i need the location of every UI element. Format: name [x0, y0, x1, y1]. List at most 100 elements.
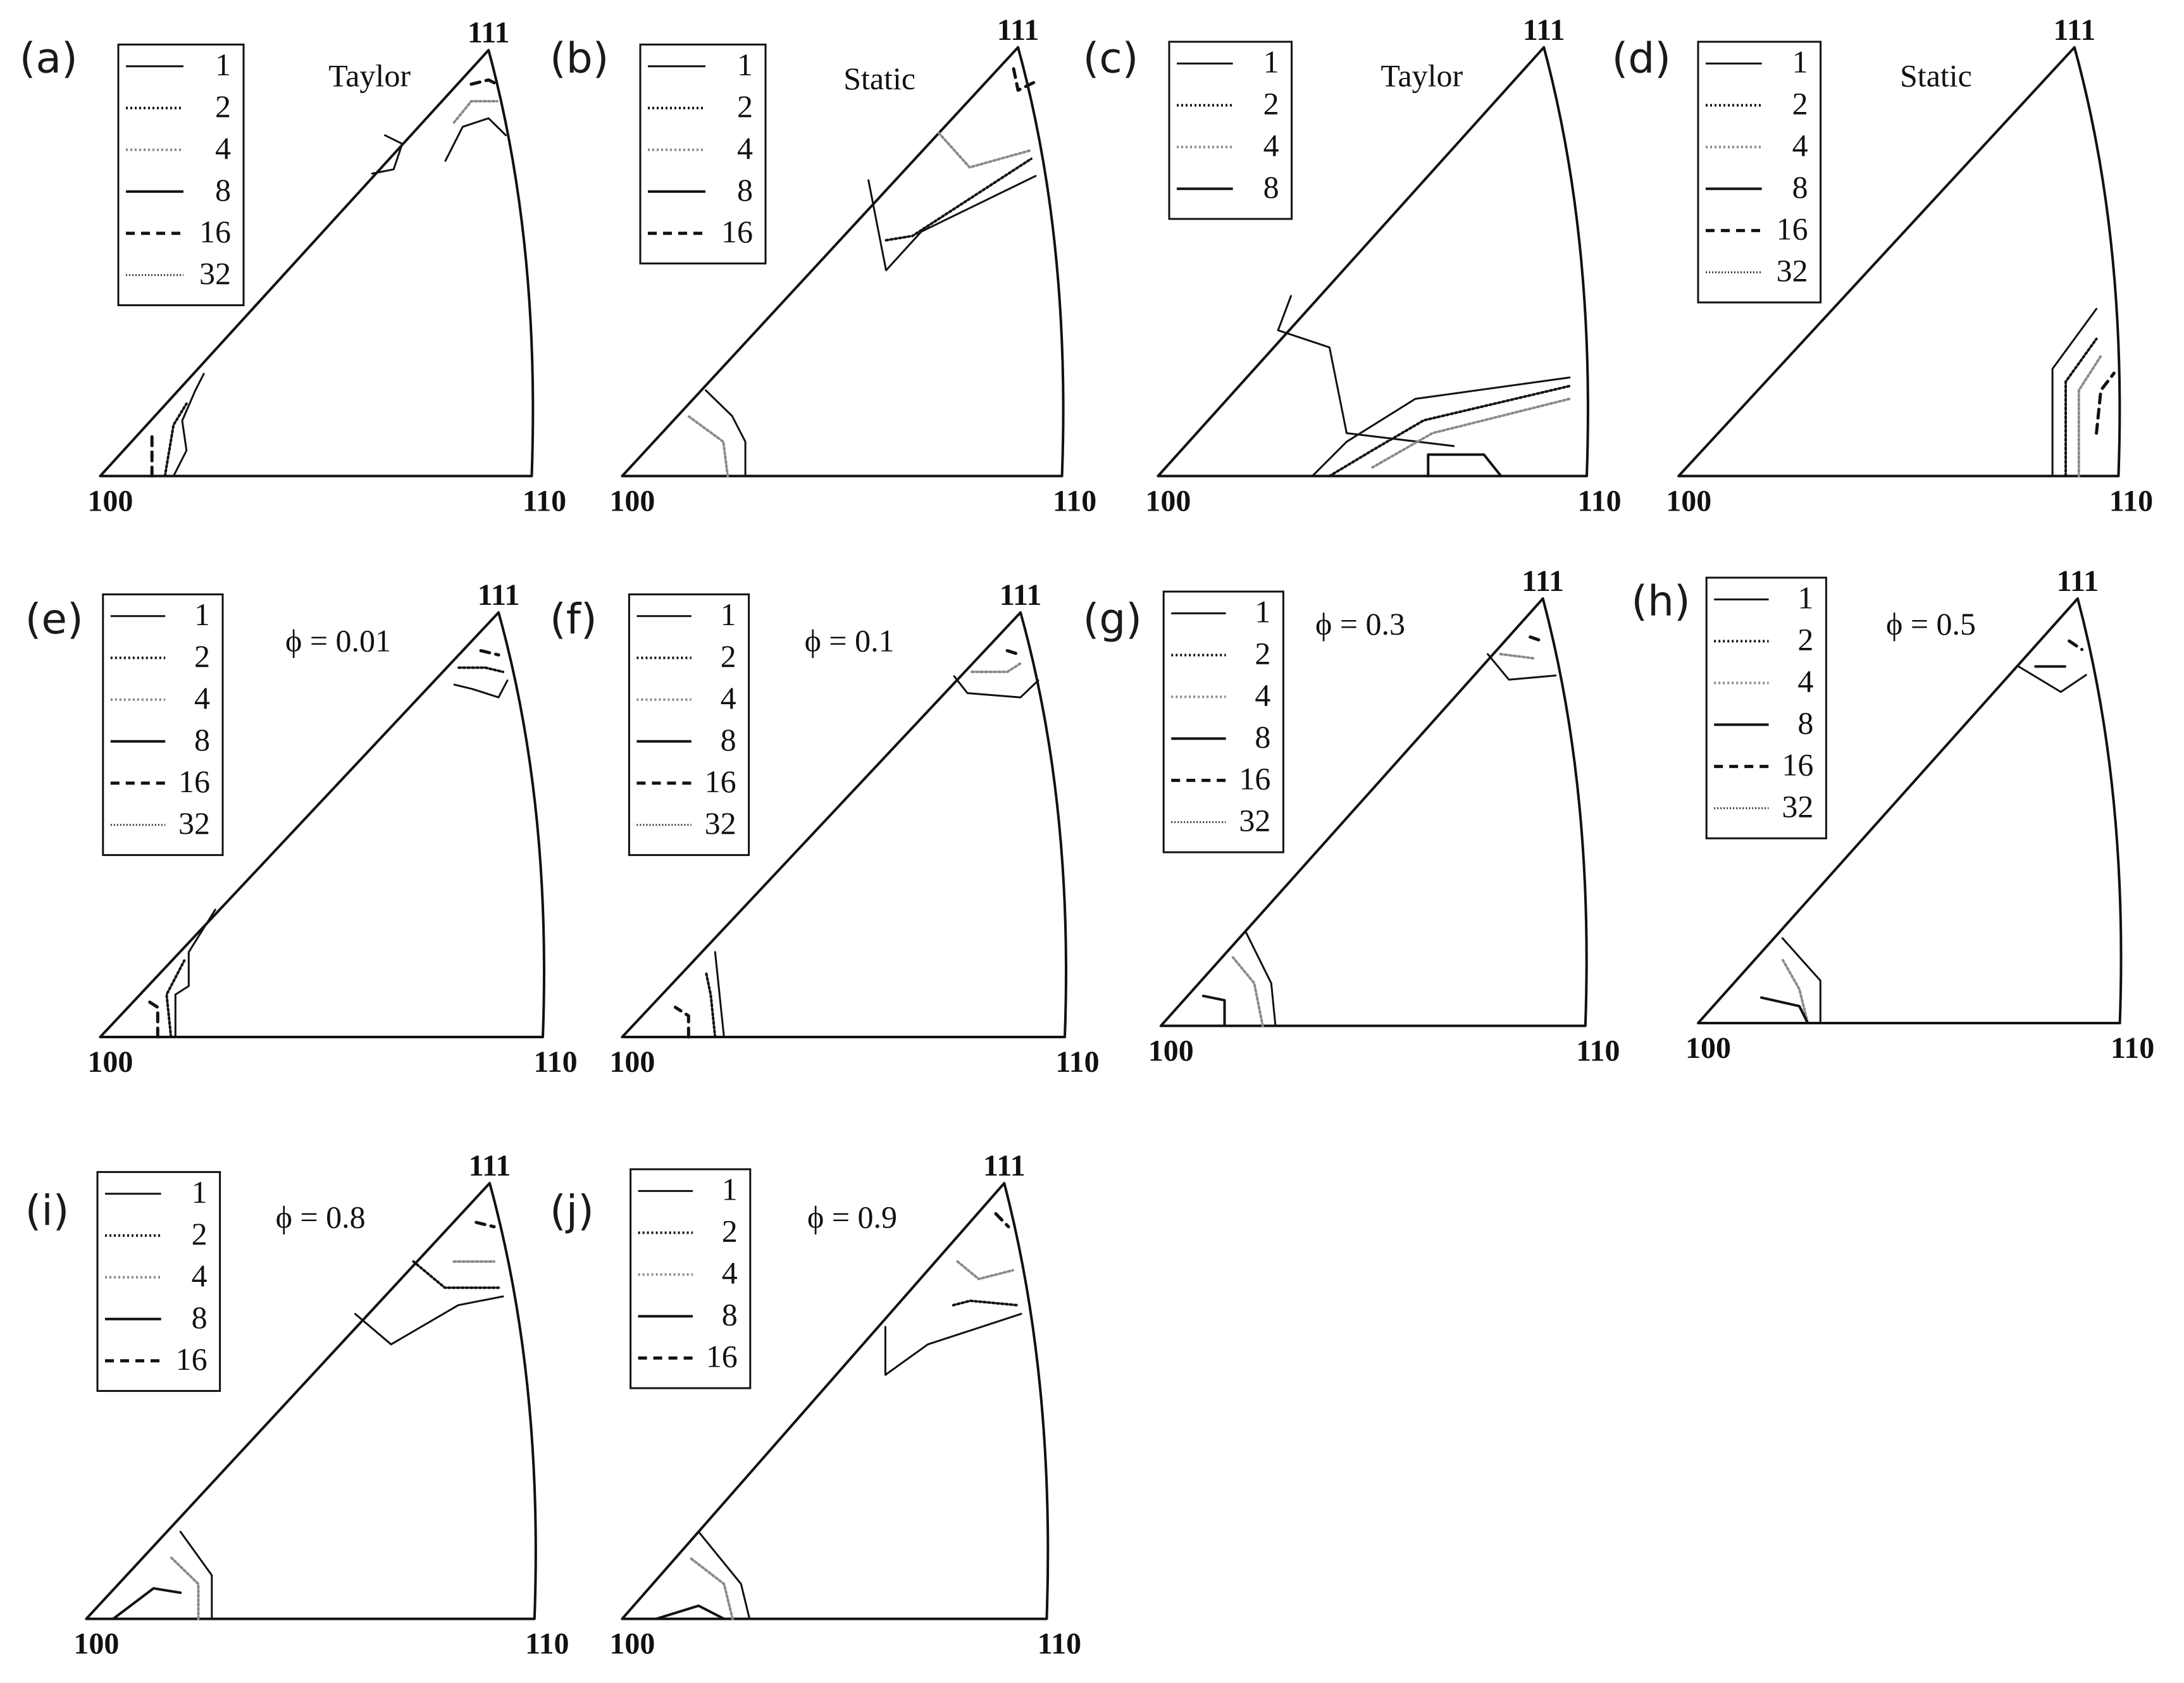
contour-level-1 — [2018, 665, 2087, 693]
corner-label-c111: 111 — [1000, 578, 1042, 612]
stereographic-triangle — [1677, 46, 2121, 478]
legend-label: 2 — [737, 89, 753, 124]
legend-label: 16 — [706, 1338, 738, 1374]
legend-label: 4 — [722, 1255, 738, 1290]
legend-box — [1162, 590, 1284, 854]
corner-label-c100: 100 — [1145, 484, 1191, 518]
panel-label: (a) — [20, 34, 78, 82]
contour-level-16 — [1529, 635, 1545, 643]
legend-label: 2 — [721, 638, 736, 674]
contour-level-1 — [1277, 295, 1455, 447]
legend-label: 8 — [192, 1300, 208, 1335]
contour-level-1 — [705, 389, 747, 477]
panel-label: (i) — [25, 1186, 70, 1235]
panel-label: (j) — [550, 1186, 594, 1235]
legend-label: 16 — [199, 214, 231, 249]
contour-level-4 — [1499, 652, 1536, 660]
contour-level-1 — [884, 1313, 1022, 1376]
contour-level-2 — [1328, 385, 1571, 478]
contour-level-1 — [1487, 653, 1557, 681]
corner-label-c110: 110 — [2109, 484, 2153, 518]
contour-level-8 — [1201, 995, 1226, 1028]
legend-label: 2 — [192, 1216, 208, 1251]
panel-title: Static — [1900, 58, 1972, 93]
corner-label-c110: 110 — [1577, 484, 1621, 518]
legend-label: 8 — [722, 1296, 738, 1332]
panel-title: Taylor — [1381, 58, 1463, 93]
corner-label-c110: 110 — [523, 484, 566, 518]
legend-label: 2 — [1263, 85, 1279, 121]
legend-label: 4 — [1792, 127, 1808, 163]
stereographic-triangle — [1697, 597, 2123, 1024]
legend-box — [1705, 576, 1827, 840]
legend-box — [630, 1168, 752, 1389]
panel-label: (g) — [1083, 595, 1142, 643]
legend-box — [102, 593, 224, 856]
stereographic-triangle — [99, 611, 545, 1038]
legend-label: 8 — [721, 722, 736, 757]
legend-label: 4 — [1263, 127, 1279, 163]
legend-label: 1 — [1792, 44, 1808, 79]
corner-label-c111: 111 — [1522, 564, 1564, 598]
contour-level-1 — [172, 373, 205, 477]
legend-label: 1 — [1255, 593, 1270, 629]
legend-label: 8 — [215, 172, 231, 208]
contour-level-8 — [111, 1587, 182, 1620]
contour-level-16 — [994, 1212, 1010, 1229]
legend-label: 8 — [1792, 169, 1808, 204]
contour-level-1 — [1781, 937, 1821, 1024]
legend-label: 32 — [705, 805, 736, 841]
stereographic-triangle — [99, 49, 535, 478]
legend-label: 1 — [722, 1171, 738, 1207]
contour-level-1 — [179, 1531, 213, 1620]
contour-level-4 — [1781, 958, 1809, 1024]
corner-label-c111: 111 — [2057, 564, 2099, 598]
contour-level-4 — [170, 1556, 200, 1620]
legend-label: 2 — [722, 1213, 738, 1248]
stereographic-triangle — [621, 611, 1067, 1038]
corner-label-c100: 100 — [73, 1627, 119, 1661]
legend-label: 16 — [178, 764, 210, 799]
contour-level-4 — [937, 132, 1033, 169]
legend-label: 4 — [194, 680, 210, 716]
corner-label-c110: 110 — [525, 1627, 569, 1661]
corner-label-c100: 100 — [1148, 1034, 1194, 1067]
legend-label: 32 — [1239, 802, 1270, 838]
legend-label: 32 — [178, 805, 210, 841]
panel-label: (c) — [1083, 34, 1139, 82]
contour-level-16 — [2095, 371, 2116, 435]
contour-level-16 — [2068, 639, 2084, 651]
stereographic-triangle — [621, 46, 1065, 478]
stereographic-triangle — [621, 1182, 1050, 1620]
legend-label: 1 — [215, 47, 231, 82]
legend-label: 16 — [176, 1341, 208, 1377]
contour-level-4 — [1231, 956, 1264, 1028]
contour-level-4 — [686, 414, 729, 478]
contour-level-2 — [884, 158, 1033, 242]
contour-level-2 — [952, 1299, 1019, 1307]
legend-label: 16 — [1239, 761, 1270, 796]
legend-label: 4 — [192, 1258, 208, 1293]
contour-level-1 — [1311, 376, 1571, 477]
panel-label: (e) — [25, 595, 84, 643]
legend-label: 16 — [1777, 211, 1808, 246]
corner-label-c110: 110 — [1053, 484, 1096, 518]
contour-level-4 — [971, 662, 1022, 673]
corner-label-c110: 110 — [1055, 1045, 1099, 1079]
corner-label-c100: 100 — [1685, 1031, 1731, 1065]
legend-box — [1697, 40, 1822, 304]
corner-label-c100: 100 — [609, 484, 655, 518]
legend-label: 16 — [721, 214, 753, 249]
